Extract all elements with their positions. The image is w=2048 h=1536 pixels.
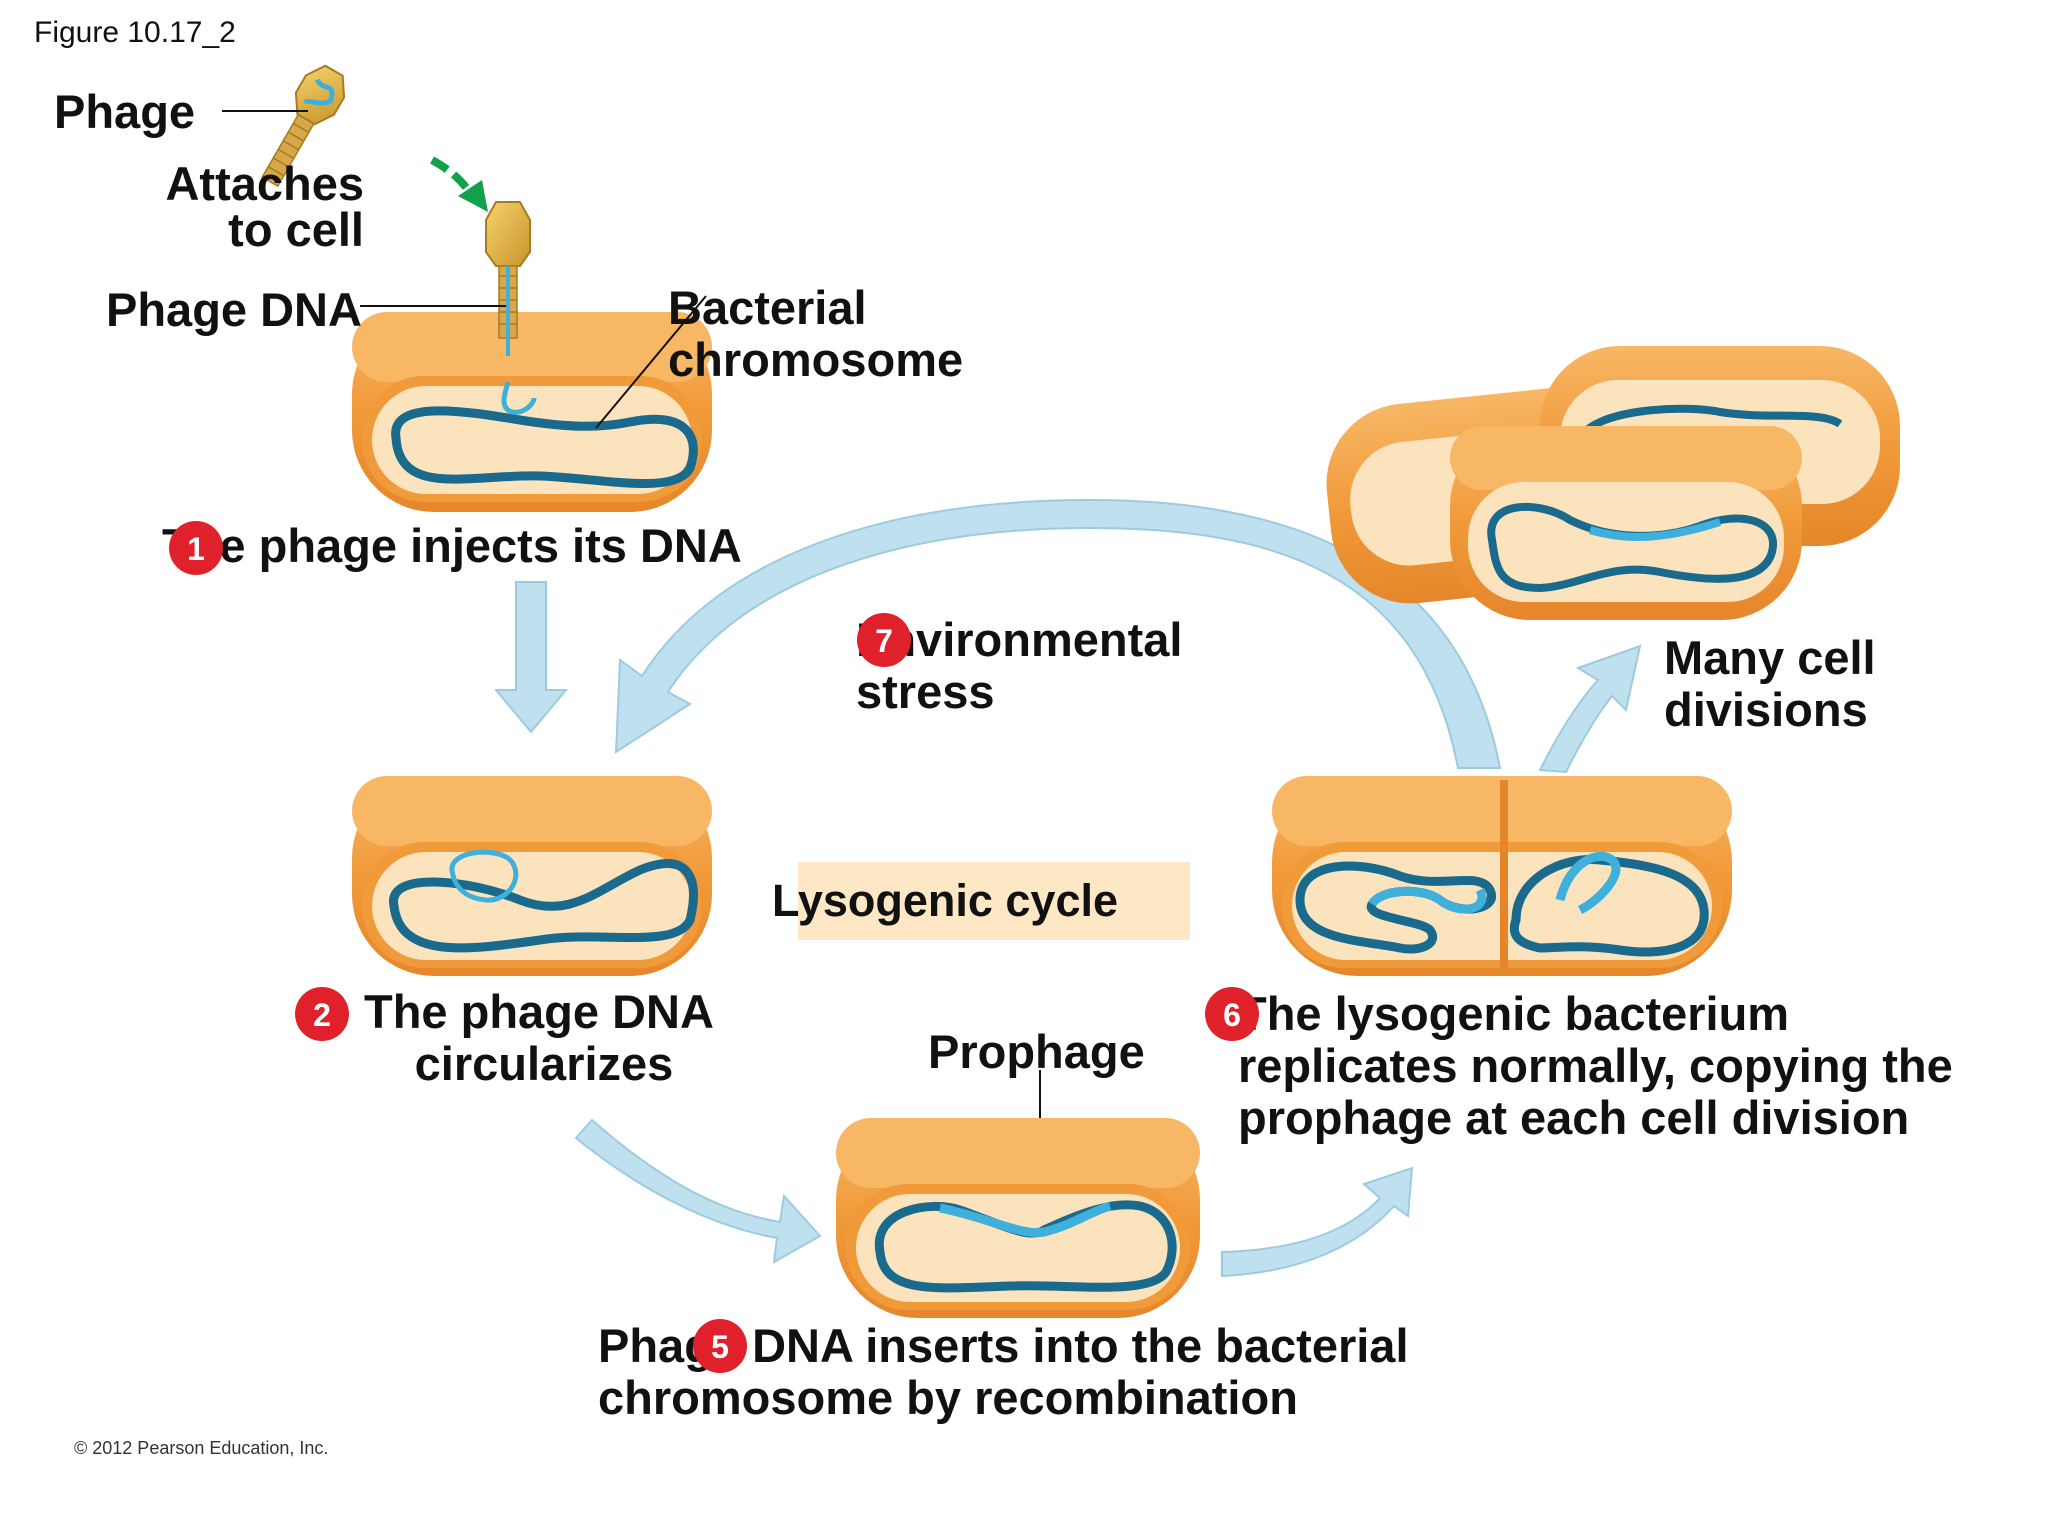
step-6-text-2: replicates normally, copying the [1238, 1039, 1953, 1092]
injected-phage-dna [501, 381, 537, 415]
label-prophage: Prophage [928, 1025, 1145, 1078]
bacterial-dna-1 [391, 406, 698, 489]
label-attaches-1: Attaches [165, 157, 364, 210]
step-badge-1: 1 [169, 521, 223, 575]
step-2-text-1: The phage DNA [364, 985, 714, 1038]
phage-attached [485, 201, 531, 356]
step-badge-2: 2 [295, 987, 349, 1041]
svg-text:6: 6 [1223, 997, 1241, 1033]
step-badge-5: 5 [693, 1319, 747, 1373]
label-attaches-2: to cell [228, 203, 364, 256]
step-5-text-2: chromosome by recombination [598, 1371, 1298, 1424]
arrow-to-many-divisions [1538, 644, 1642, 774]
attach-green-arrow [430, 156, 488, 212]
label-many-2: divisions [1664, 683, 1868, 736]
arrow-step1-to-step2 [493, 581, 569, 734]
label-bacterial-1: Bacterial [668, 281, 867, 334]
label-phage-dna: Phage DNA [106, 283, 362, 336]
step-1-text: The phage injects its DNA [162, 519, 742, 572]
cell-6-dividing [1272, 776, 1732, 976]
step-badge-7: 7 [857, 613, 911, 667]
cell-5-prophage [836, 1118, 1200, 1318]
many-cells-stack [1326, 346, 1900, 620]
step-2-text-2: circularizes [415, 1037, 674, 1090]
step-badge-6: 6 [1205, 987, 1259, 1041]
figure-label: Figure 10.17_2 [34, 16, 236, 49]
svg-text:7: 7 [875, 623, 893, 659]
arrow-step2-to-step5 [574, 1118, 822, 1264]
cell-2-circularized [352, 776, 712, 976]
label-many-1: Many cell [1664, 631, 1876, 684]
label-phage: Phage [54, 85, 195, 138]
svg-text:5: 5 [711, 1329, 729, 1365]
cell-1-injection [352, 312, 712, 512]
arrow-step5-to-step6 [1221, 1166, 1414, 1278]
arrow-environmental-stress [614, 498, 1502, 769]
copyright: © 2012 Pearson Education, Inc. [74, 1438, 328, 1458]
svg-text:2: 2 [313, 997, 331, 1033]
phage-free [261, 64, 346, 188]
svg-text:1: 1 [187, 531, 205, 567]
step-6-text-1: The lysogenic bacterium [1238, 987, 1789, 1040]
cycle-title-box [798, 862, 1190, 940]
label-bacterial-2: chromosome [668, 333, 963, 386]
cycle-title: Lysogenic cycle [772, 875, 1118, 926]
step-7-text-2: stress [856, 665, 995, 718]
step-6-text-3: prophage at each cell division [1238, 1091, 1909, 1144]
